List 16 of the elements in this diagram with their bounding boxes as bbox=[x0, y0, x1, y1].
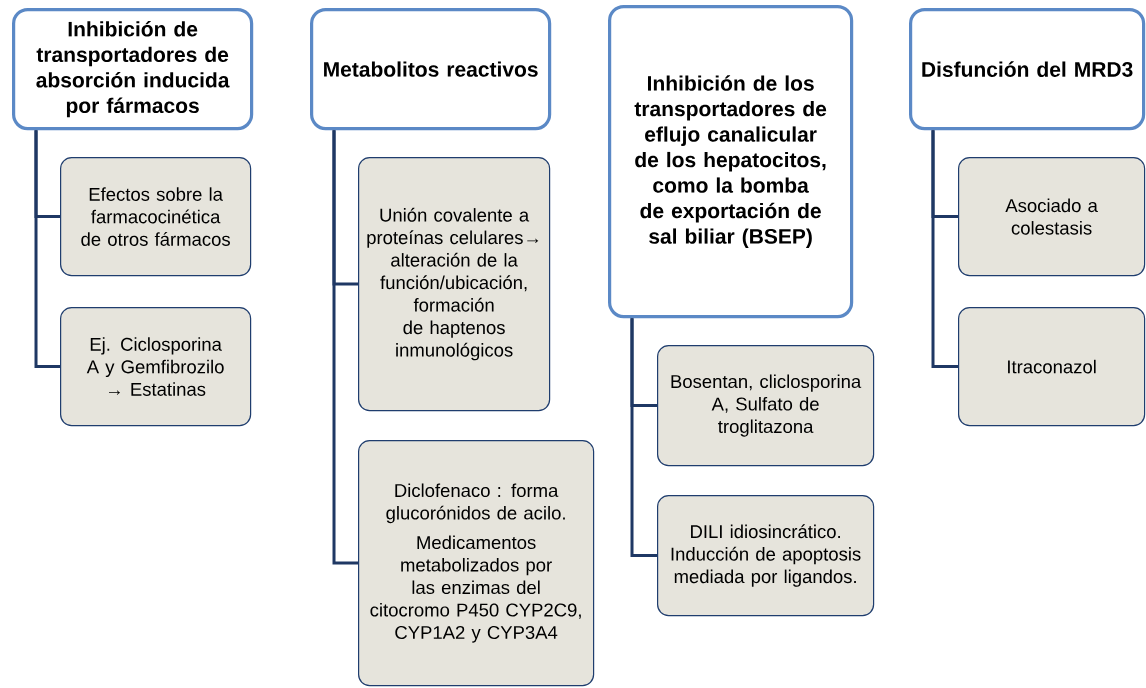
connector-line bbox=[34, 130, 60, 369]
detail-box: Unión covalente a proteínas celulares→ alteración de la función/ubicación, formación de haptenos inmunológicos bbox=[358, 157, 551, 412]
detail-box: Bosentan, cliclosporina A, Sulfato de troglitazona bbox=[657, 345, 875, 467]
detail-box: DILI idiosincrático. Inducción de apoptosis mediada por ligandos. bbox=[657, 495, 875, 617]
detail-box: Diclofenaco : forma glucorónidos de acilo. Medicamentos metabolizados por las enzimas del citocromo P450 CYP2C9, CYP1A2 y CYP3A4 bbox=[358, 440, 595, 687]
heading-box: Disfunción del MRD3 bbox=[909, 8, 1146, 131]
heading-box: Inhibición de los transportadores de eflujo canalicular de los hepatocitos, como la bomba de exportación de sal biliar (BSEP) bbox=[608, 5, 854, 319]
connector-line bbox=[332, 130, 358, 565]
detail-box: Ej. Ciclosporina A y Gemfibrozilo → Estatinas bbox=[60, 307, 252, 427]
heading-box: Inhibición de transportadores de absorción inducida por fármacos bbox=[12, 8, 254, 131]
detail-box: Efectos sobre la farmacocinética de otros fármacos bbox=[60, 157, 252, 277]
detail-box: Itraconazol bbox=[958, 307, 1146, 427]
connector-line bbox=[630, 318, 657, 558]
connector-line bbox=[931, 130, 958, 369]
detail-box: Asociado a colestasis bbox=[958, 157, 1146, 277]
heading-box: Metabolitos reactivos bbox=[310, 8, 552, 131]
